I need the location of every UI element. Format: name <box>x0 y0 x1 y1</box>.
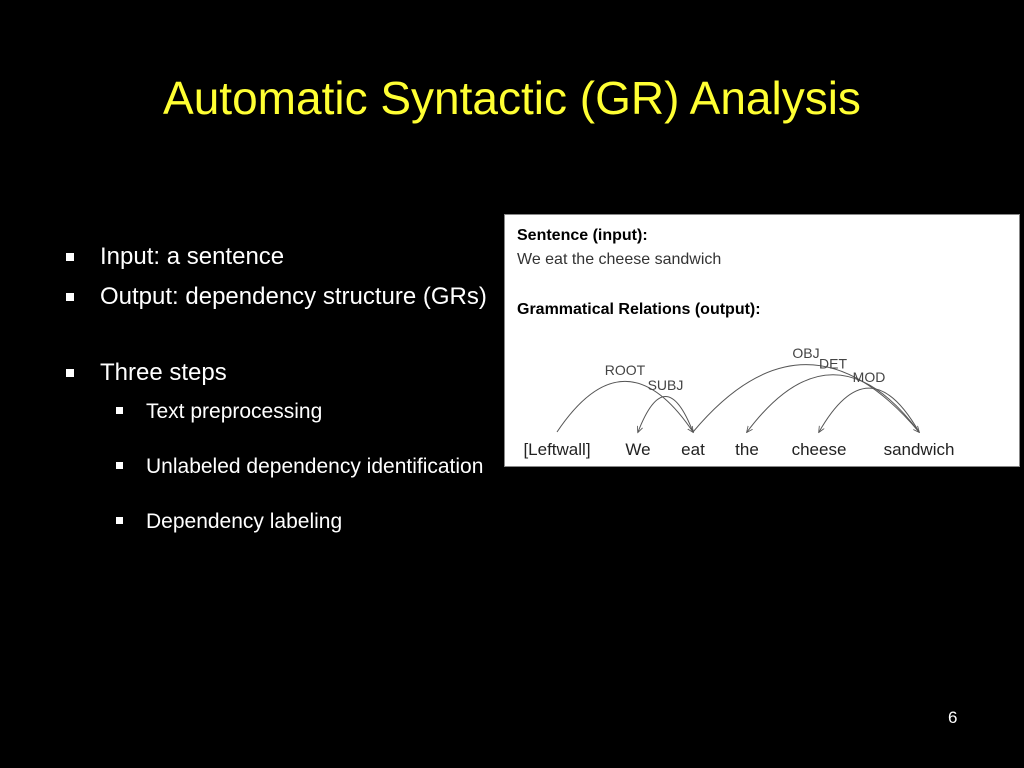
bullet-steps-text: Three steps <box>100 359 227 386</box>
sentence-heading: Sentence (input): <box>517 227 648 244</box>
bullet-input-text: Input: a sentence <box>100 243 285 270</box>
token-4: cheese <box>792 440 847 459</box>
token-3: the <box>735 440 759 459</box>
square-bullet-icon <box>66 369 74 377</box>
square-bullet-icon <box>116 462 123 469</box>
square-bullet-icon <box>116 407 123 414</box>
arc-label-mod: MOD <box>853 369 886 385</box>
token-5: sandwich <box>884 440 955 459</box>
square-bullet-icon <box>66 253 74 261</box>
relations-heading: Grammatical Relations (output): <box>517 301 761 318</box>
sub-bullet-text: Dependency labeling <box>146 510 343 533</box>
arc-label-root: ROOT <box>605 362 646 378</box>
bullet-output-text: Output: dependency structure (GRs) <box>100 283 487 310</box>
square-bullet-icon <box>66 293 74 301</box>
bullet-output: Output: dependency structure (GRs) <box>60 280 500 314</box>
arc-label-obj: OBJ <box>792 345 819 361</box>
arc-obj <box>692 364 919 432</box>
bullet-list: Input: a sentence Output: dependency str… <box>60 240 500 537</box>
square-bullet-icon <box>116 517 123 524</box>
token-0: [Leftwall] <box>523 440 590 459</box>
arc-subj <box>638 396 694 432</box>
dependency-figure: Sentence (input): We eat the cheese sand… <box>504 214 1020 467</box>
sentence-text: We eat the cheese sandwich <box>517 251 722 268</box>
sub-bullet-text: Unlabeled dependency identification <box>146 455 484 478</box>
bullet-input: Input: a sentence <box>60 240 500 274</box>
arc-det <box>747 374 920 432</box>
arc-label-subj: SUBJ <box>648 377 684 393</box>
sub-bullet-step-1: Text preprocessing <box>60 396 500 427</box>
sub-bullet-text: Text preprocessing <box>146 400 323 423</box>
token-2: eat <box>681 440 705 459</box>
arc-mod <box>819 387 920 432</box>
dependency-arcs: [Leftwall] We eat the cheese sandwich ROOTSUBJ… <box>523 345 955 459</box>
page-number: 6 <box>948 708 958 727</box>
sub-bullet-step-3: Dependency labeling <box>60 506 500 537</box>
token-1: We <box>625 440 650 459</box>
bullet-steps: Three steps <box>60 356 500 390</box>
arc-label-det: DET <box>819 355 847 371</box>
slide-title: Automatic Syntactic (GR) Analysis <box>163 72 861 124</box>
sub-bullet-step-2: Unlabeled dependency identification <box>60 451 500 482</box>
arc-root <box>556 381 693 432</box>
